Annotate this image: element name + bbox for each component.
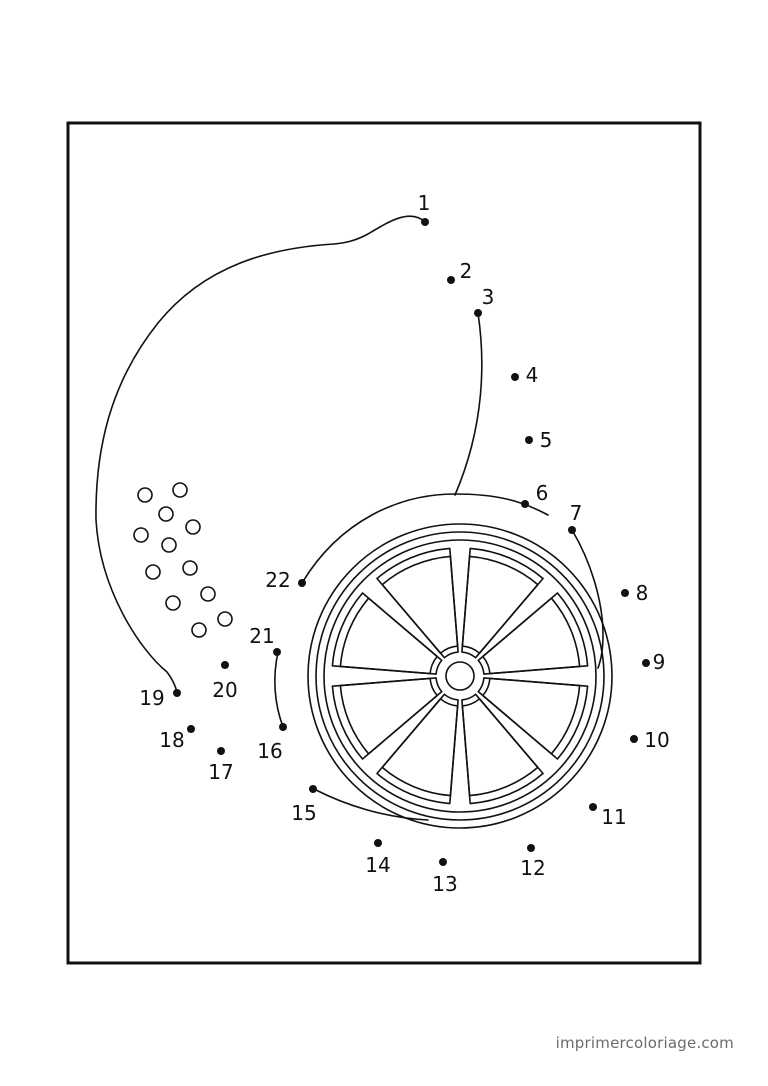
slice-rim-1: [307, 523, 613, 829]
slice-segment: [477, 592, 589, 675]
slice-segment: [331, 677, 443, 760]
dot-number-7: 7: [570, 501, 583, 525]
dot-number-15: 15: [291, 801, 316, 825]
slice-segment: [461, 547, 544, 659]
dot-10: [630, 735, 638, 743]
dot-number-19: 19: [139, 686, 164, 710]
dot-number-4: 4: [526, 363, 539, 387]
lemon-seeds: [133, 482, 233, 638]
page-frame: [66, 121, 702, 965]
dot-number-9: 9: [653, 650, 666, 674]
slice-segment-inner: [381, 698, 459, 797]
slice-segment-inner: [482, 677, 581, 755]
dot-20: [221, 661, 229, 669]
slice-core: [445, 661, 475, 691]
slice-segment-inner: [339, 597, 438, 675]
dot-number-10: 10: [644, 728, 669, 752]
dot-13: [439, 858, 447, 866]
slice-segment-inner: [461, 698, 539, 797]
seed: [191, 622, 207, 638]
seed: [161, 537, 177, 553]
dot-number-6: 6: [536, 481, 549, 505]
dot-6: [521, 500, 529, 508]
seed: [185, 519, 201, 535]
dot-number-20: 20: [212, 678, 237, 702]
seed: [145, 564, 161, 580]
seed: [217, 611, 233, 627]
slice-segment: [376, 693, 459, 805]
slice-segment: [461, 693, 544, 805]
slice-segment-inner: [482, 597, 581, 675]
numbered-dots: [173, 218, 650, 866]
dot-number-13: 13: [432, 872, 457, 896]
dot-number-2: 2: [460, 259, 473, 283]
dot-8: [621, 589, 629, 597]
seed: [133, 527, 149, 543]
slice-segment: [477, 677, 589, 760]
dot-11: [589, 803, 597, 811]
dot-14: [374, 839, 382, 847]
dot-9: [642, 659, 650, 667]
dot-21: [273, 648, 281, 656]
dot-number-12: 12: [520, 856, 545, 880]
slice-segment-inner: [339, 677, 438, 755]
dot-number-17: 17: [208, 760, 233, 784]
dot-number-14: 14: [365, 853, 390, 877]
dot-4: [511, 373, 519, 381]
seed: [158, 506, 174, 522]
dot-number-5: 5: [540, 428, 553, 452]
slice-rim-2: [315, 531, 605, 821]
dot-16: [279, 723, 287, 731]
dot-number-8: 8: [636, 581, 649, 605]
dot-2: [447, 276, 455, 284]
dot-17: [217, 747, 225, 755]
lemon-slice: [274, 493, 613, 829]
dot-number-3: 3: [482, 285, 495, 309]
seed: [182, 560, 198, 576]
lemon-outline: [95, 215, 483, 694]
slice-segment-inner: [461, 555, 539, 654]
dot-1: [421, 218, 429, 226]
dot-number-18: 18: [159, 728, 184, 752]
seed: [137, 487, 153, 503]
seed: [172, 482, 188, 498]
slice-rim-3: [323, 539, 597, 813]
slice-segment-inner: [381, 555, 459, 654]
dot-number-11: 11: [601, 805, 626, 829]
dot-number-1: 1: [418, 191, 431, 215]
slice-segment: [331, 592, 443, 675]
dot-number-22: 22: [265, 568, 290, 592]
site-credit[interactable]: imprimercoloriage.com: [555, 1034, 734, 1052]
slice-segment: [376, 547, 459, 659]
dot-15: [309, 785, 317, 793]
dot-5: [525, 436, 533, 444]
dot-12: [527, 844, 535, 852]
dot-19: [173, 689, 181, 697]
dot-number-16: 16: [257, 739, 282, 763]
dot-18: [187, 725, 195, 733]
seed: [200, 586, 216, 602]
dot-3: [474, 309, 482, 317]
dot-22: [298, 579, 306, 587]
dot-number-21: 21: [249, 624, 274, 648]
seed: [165, 595, 181, 611]
dot-7: [568, 526, 576, 534]
